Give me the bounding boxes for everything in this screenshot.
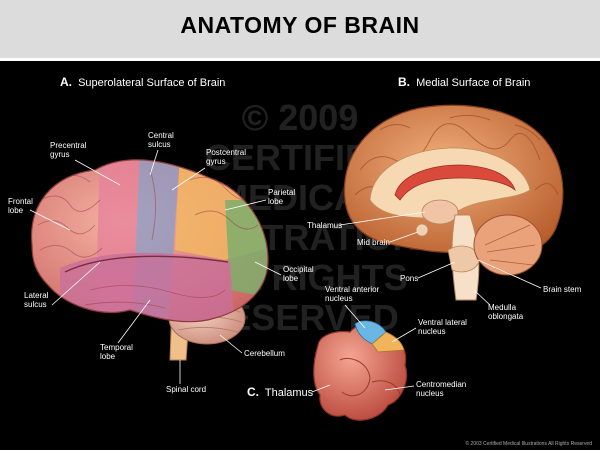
panel-a-letter: A.: [60, 75, 72, 89]
panel-c-title: Thalamus: [265, 387, 314, 399]
lateral-brain: [30, 159, 269, 361]
thalamus-label: Thalamus: [307, 221, 342, 230]
medial-brain: [343, 104, 564, 301]
panel-b-title: Medial Surface of Brain: [416, 77, 530, 89]
watermark-line-1: © 2009: [242, 97, 359, 138]
thalamus-diagram: [313, 320, 408, 421]
ventral-lateral-nucleus-region: [371, 331, 405, 353]
panel-b-heading: B. Medial Surface of Brain: [398, 75, 530, 89]
panel-a-heading: A. Superolateral Surface of Brain: [60, 75, 225, 89]
title-bar: ANATOMY OF BRAIN: [0, 0, 600, 61]
spinal-cord-label: Spinal cord: [166, 385, 206, 394]
temporal-lobe-region: [60, 252, 235, 322]
panel-a-title: Superolateral Surface of Brain: [78, 77, 225, 89]
mid-brain-label: Mid brain: [357, 238, 390, 247]
page-title: ANATOMY OF BRAIN: [180, 12, 420, 38]
panel-c-heading: C. Thalamus: [247, 385, 314, 399]
cerebellum-label: Cerebellum: [244, 349, 285, 358]
brain-stem-label: Brain stem: [543, 285, 582, 294]
pons-label: Pons: [400, 274, 418, 283]
medial-cerebellum-shape: [473, 214, 543, 276]
panel-b-letter: B.: [398, 75, 410, 89]
panel-c-letter: C.: [247, 385, 259, 399]
copyright-notice: © 2003 Certified Medical Illustrations A…: [465, 440, 592, 447]
